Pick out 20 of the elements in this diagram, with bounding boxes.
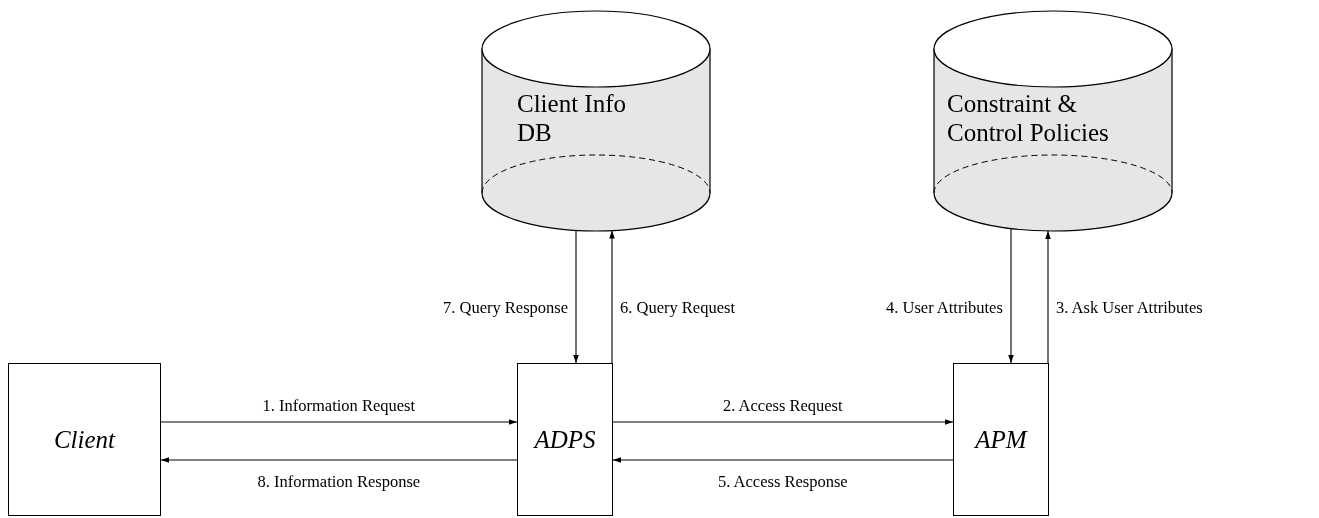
- node-label: Client Info DB: [517, 90, 627, 148]
- arrow: [1045, 230, 1051, 364]
- arrow: [160, 419, 518, 425]
- arrow: [609, 230, 615, 364]
- database-cylinder: [933, 10, 1173, 232]
- database-cylinder: [481, 10, 711, 232]
- arrow: [160, 457, 518, 463]
- edge-label: 1. Information Request: [260, 396, 418, 416]
- arrow: [573, 229, 579, 364]
- arrow: [612, 419, 954, 425]
- process-box: [517, 363, 613, 516]
- edge-label: 8. Information Response: [255, 472, 423, 492]
- arrow: [612, 457, 954, 463]
- node-label: ADPS: [534, 425, 596, 454]
- node-label: APM: [975, 425, 1027, 454]
- process-box: [953, 363, 1049, 516]
- node-label: Client: [53, 425, 116, 454]
- node-label: Constraint & Control Policies: [947, 90, 1110, 148]
- arrow: [1008, 228, 1014, 364]
- process-box: [8, 363, 161, 516]
